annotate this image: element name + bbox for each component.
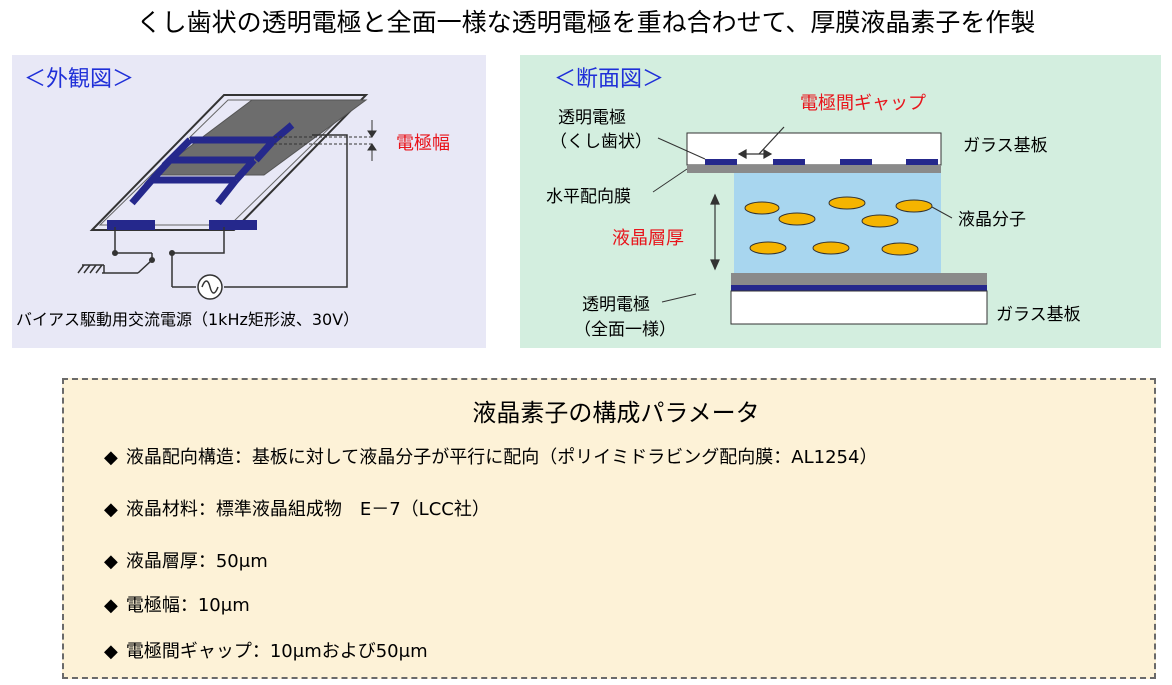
ac-source-icon xyxy=(197,274,223,300)
diamond-bullet-icon: ◆ xyxy=(104,447,118,468)
gap-arrow xyxy=(737,126,785,160)
external-view-label: ＜外観図＞ xyxy=(24,67,135,92)
comb-electrode-segment xyxy=(705,159,737,165)
comb-electrode-leader xyxy=(657,137,706,160)
lc-thickness-label: 液晶層厚 xyxy=(612,228,684,249)
diamond-bullet-icon: ◆ xyxy=(104,641,118,662)
diamond-bullet-icon: ◆ xyxy=(104,499,118,520)
external-view-panel: ＜外観図＞ xyxy=(12,55,486,348)
bottom-alignment-film xyxy=(731,273,987,285)
comb-electrode-segment xyxy=(906,159,938,165)
diamond-bullet-icon: ◆ xyxy=(104,595,118,616)
bottom-glass-plate xyxy=(730,290,988,325)
lc-molecules xyxy=(744,196,933,256)
parameter-value: 10μmおよび50μm xyxy=(269,641,428,662)
parameter-key: 液晶層厚 xyxy=(125,551,198,572)
diamond-bullet-icon: ◆ xyxy=(104,551,118,572)
power-supply-label: バイアス駆動用交流電源（1kHz矩形波、30V） xyxy=(16,310,360,329)
electrode-width-indicator xyxy=(274,120,377,161)
electrode-width-label: 電極幅 xyxy=(396,133,450,154)
top-alignment-film xyxy=(687,165,941,173)
external-view-diagram xyxy=(77,94,377,300)
parameter-key: 電極幅 xyxy=(125,595,180,616)
electrode-gap-label: 電極間ギャップ xyxy=(800,93,926,114)
glass-bottom-label: ガラス基板 xyxy=(996,305,1081,325)
lc-thickness-arrow xyxy=(710,193,720,271)
cross-section-panel: ＜断面図＞ xyxy=(520,55,1161,348)
comb-electrode-label-line1: 透明電極 xyxy=(558,108,626,128)
uniform-electrode xyxy=(731,285,987,291)
parameters-box: 液晶素子の構成パラメータ ◆液晶配向構造：基板に対して液晶分子が平行に配向（ポリ… xyxy=(62,378,1156,679)
ground-icon xyxy=(77,264,105,274)
parameter-value: 50μm xyxy=(215,551,268,572)
uniform-electrode-label-line1: 透明電極 xyxy=(582,295,650,315)
parameters-title: 液晶素子の構成パラメータ xyxy=(472,399,760,427)
cross-section-diagram xyxy=(652,126,988,325)
electrode-pad-left xyxy=(107,220,155,230)
parameter-item: ◆電極間ギャップ：10μmおよび50μm xyxy=(104,641,428,662)
lc-layer xyxy=(734,173,941,273)
cross-section-label: ＜断面図＞ xyxy=(554,67,665,92)
lc-molecule-label: 液晶分子 xyxy=(958,210,1026,230)
glass-plate-bottom xyxy=(89,94,369,231)
parameter-key: 液晶配向構造 xyxy=(125,447,234,468)
parameter-value: 基板に対して液晶分子が平行に配向（ポリイミドラビング配向膜：AL1254） xyxy=(251,447,878,468)
comb-electrode-segment xyxy=(840,159,872,165)
glass-top-label: ガラス基板 xyxy=(963,136,1048,156)
parameter-item: ◆電極幅：10μm xyxy=(104,595,250,616)
parameter-item: ◆液晶層厚：50μm xyxy=(104,551,268,572)
molecule-leader xyxy=(931,206,953,219)
comb-electrode-segment xyxy=(773,159,805,165)
uniform-electrode-leader xyxy=(661,293,697,303)
electrode-pad-right xyxy=(209,220,257,230)
parameter-value: 10μm xyxy=(197,595,250,616)
parameter-item: ◆液晶材料：標準液晶組成物 E－7（LCC社） xyxy=(104,499,490,520)
uniform-electrode-label-line2: （全面一様） xyxy=(574,320,676,340)
alignment-film-leader xyxy=(652,168,688,193)
alignment-film-label: 水平配向膜 xyxy=(546,187,631,207)
parameter-value: 標準液晶組成物 E－7（LCC社） xyxy=(215,499,490,520)
page-title: くし歯状の透明電極と全面一様な透明電極を重ね合わせて、厚膜液晶素子を作製 xyxy=(136,8,1036,37)
comb-electrode-label-line2: （くし歯状） xyxy=(550,132,652,152)
parameter-key: 電極間ギャップ xyxy=(125,641,252,662)
parameter-item: ◆液晶配向構造：基板に対して液晶分子が平行に配向（ポリイミドラビング配向膜：AL… xyxy=(104,447,878,468)
parameter-key: 液晶材料 xyxy=(125,499,198,520)
